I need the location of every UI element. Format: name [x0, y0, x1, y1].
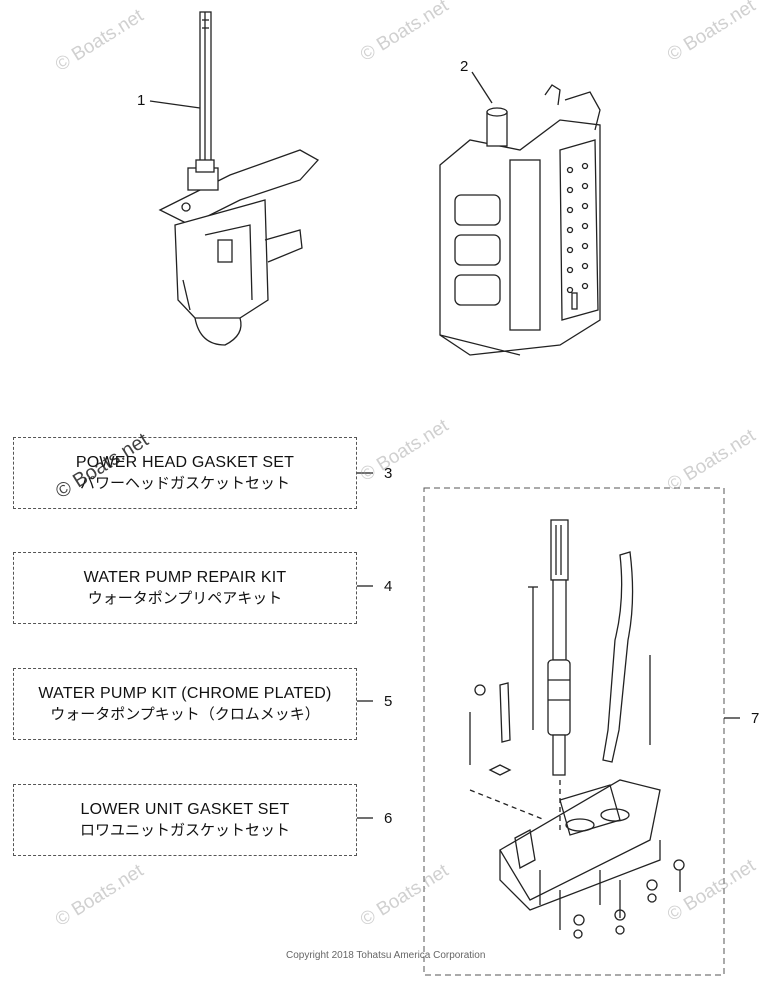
callout-2: 2 [460, 58, 469, 75]
kit-box-water-pump-repair-kit: WATER PUMP REPAIR KIT ウォータポンプリペアキット [13, 552, 357, 624]
kit-name-en: WATER PUMP REPAIR KIT [83, 568, 287, 586]
kit-name-jp: パワーヘッドガスケットセット [79, 473, 290, 492]
leader-line-2 [471, 71, 493, 104]
callout-6: 6 [384, 810, 393, 827]
kit-name-en: WATER PUMP KIT (CHROME PLATED) [38, 684, 332, 702]
callout-5: 5 [384, 693, 393, 710]
kit-box-water-pump-kit-chrome: WATER PUMP KIT (CHROME PLATED) ウォータポンプキッ… [13, 668, 357, 740]
lower-unit-illustration [158, 11, 320, 346]
kit-name-jp: ウォータポンプキット（クロムメッキ） [50, 704, 320, 723]
kit-name-jp: ウォータポンプリペアキット [87, 588, 283, 607]
callout-1: 1 [137, 92, 146, 109]
callout-7: 7 [751, 710, 760, 727]
driveshaft-assembly-illustration [469, 519, 685, 939]
leader-line-1 [149, 100, 201, 109]
kit-name-en: LOWER UNIT GASKET SET [80, 800, 290, 818]
kit-name-en: POWER HEAD GASKET SET [75, 453, 295, 471]
callout-4: 4 [384, 578, 393, 595]
kit-box-power-head-gasket-set: POWER HEAD GASKET SET パワーヘッドガスケットセット [13, 437, 357, 509]
part-7-kit-boundary [423, 487, 725, 976]
power-head-illustration [439, 84, 601, 356]
kit-name-jp: ロワユニットガスケットセット [79, 820, 290, 839]
callout-3: 3 [384, 465, 393, 482]
kit-box-lower-unit-gasket-set: LOWER UNIT GASKET SET ロワユニットガスケットセット [13, 784, 357, 856]
copyright-notice: Copyright 2018 Tohatsu America Corporati… [286, 950, 486, 961]
